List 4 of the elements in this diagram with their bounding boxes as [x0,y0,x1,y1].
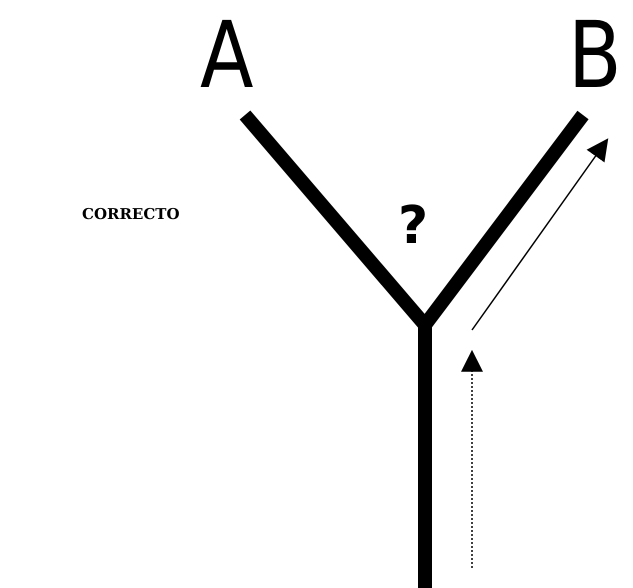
note-text: CORRECTO [82,207,180,222]
question-mark: ? [398,200,428,252]
branch-letter: B [568,10,622,102]
branch-letter: A [200,10,254,102]
